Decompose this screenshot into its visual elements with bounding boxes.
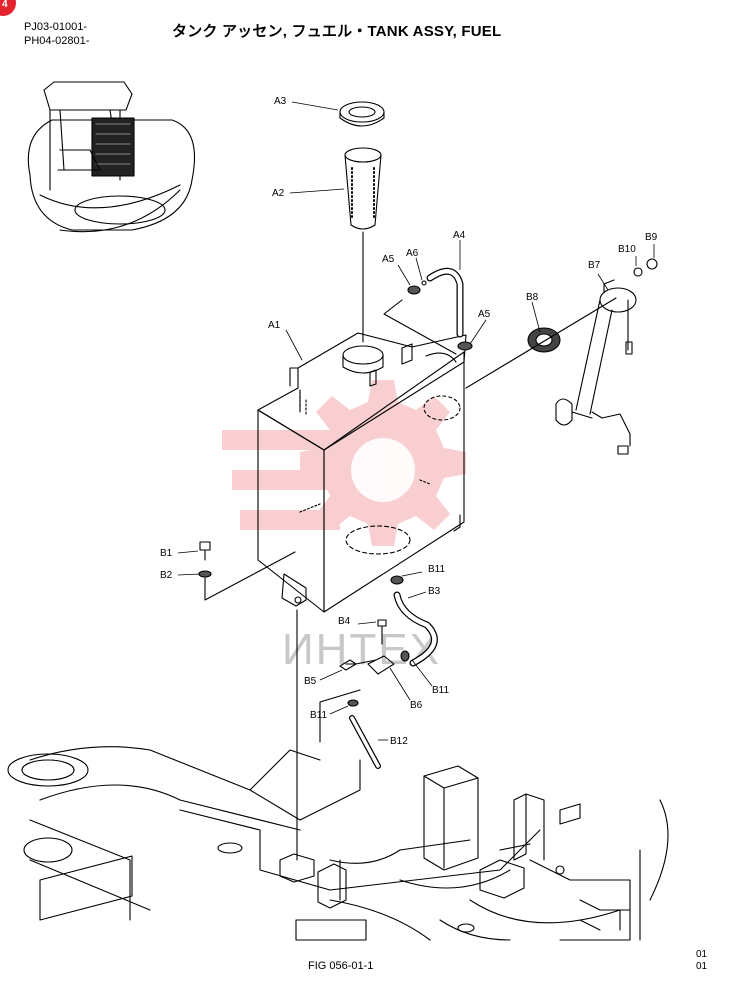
hose-guide-line bbox=[383, 299, 457, 355]
bolt-B1 bbox=[199, 541, 211, 561]
filler-cap-ring-A3 bbox=[339, 101, 385, 127]
breather-hose-A4 bbox=[426, 267, 464, 338]
hose-clamp-B11-upper bbox=[390, 575, 404, 585]
hose-clamp-B11-lower bbox=[347, 699, 359, 707]
callout-A4: A4 bbox=[453, 230, 466, 241]
callout-B8: B8 bbox=[526, 292, 539, 303]
bolt-B4 bbox=[377, 619, 387, 645]
frame-bolt-hole bbox=[555, 865, 565, 875]
callout-B1: B1 bbox=[160, 548, 173, 559]
watermark-logo bbox=[222, 380, 466, 546]
callout-B10: B10 bbox=[618, 244, 636, 255]
callout-A3: A3 bbox=[274, 96, 287, 107]
callout-B11-lower: B11 bbox=[310, 710, 327, 721]
washer-B10 bbox=[633, 267, 643, 277]
callout-B3: B3 bbox=[428, 586, 441, 597]
callout-A5-lower: A5 bbox=[478, 309, 491, 320]
page-title: タンク アッセン, フュエル・TANK ASSY, FUEL bbox=[172, 23, 502, 40]
callout-A1: A1 bbox=[268, 320, 281, 331]
callout-B12: B12 bbox=[390, 736, 408, 747]
bolt-assembly-line bbox=[204, 551, 296, 601]
serial-range-1: PJ03-01001- bbox=[24, 21, 87, 33]
fuel-sender-B7 bbox=[555, 279, 637, 455]
fuel-tank-A1 bbox=[257, 332, 467, 613]
watermark-logo-hole bbox=[351, 438, 415, 502]
machine-location-thumbnail bbox=[27, 81, 196, 233]
machine-upper-frame bbox=[7, 746, 669, 941]
callout-B6: B6 bbox=[410, 700, 423, 711]
sender-assembly-line bbox=[465, 297, 617, 389]
callout-B11-right: B11 bbox=[432, 685, 449, 696]
screw-B9 bbox=[646, 258, 658, 270]
hose-clamp-B11-right bbox=[400, 650, 410, 662]
callout-B4: B4 bbox=[338, 616, 351, 627]
callout-B11-upper: B11 bbox=[428, 564, 445, 575]
clip-A6 bbox=[421, 280, 427, 286]
washer-B2 bbox=[198, 570, 212, 578]
callout-A5-upper: A5 bbox=[382, 254, 395, 265]
strainer-A2 bbox=[344, 147, 382, 230]
callout-leaders bbox=[177, 101, 655, 741]
wing-cock-B5 bbox=[339, 659, 357, 671]
figure-number: FIG 056-01-1 bbox=[308, 960, 374, 972]
callout-B7: B7 bbox=[588, 260, 601, 271]
drain-valve-B6 bbox=[345, 655, 395, 675]
hose-clamp-A5-upper bbox=[407, 285, 421, 295]
drain-hose-B12 bbox=[349, 715, 381, 769]
callout-A2: A2 bbox=[272, 188, 285, 199]
callout-B5: B5 bbox=[304, 676, 317, 687]
revision-code-1: 01 bbox=[696, 949, 708, 960]
callout-B9: B9 bbox=[645, 232, 658, 243]
fuel-hose-B3 bbox=[393, 591, 438, 667]
callout-A6: A6 bbox=[406, 248, 419, 259]
corner-badge-text: 4 bbox=[2, 0, 8, 10]
callout-labels: A3 A2 A1 A4 A5 A6 A5 B8 B7 B10 B9 B1 B2 … bbox=[160, 96, 658, 747]
callout-B2: B2 bbox=[160, 570, 173, 581]
serial-range-2: PH04-02801- bbox=[24, 35, 90, 47]
corner-badge: 4 bbox=[0, 0, 16, 16]
valve-guide-line bbox=[319, 689, 361, 743]
hose-clamp-A5-lower bbox=[457, 341, 473, 351]
revision-code-2: 01 bbox=[696, 961, 708, 972]
